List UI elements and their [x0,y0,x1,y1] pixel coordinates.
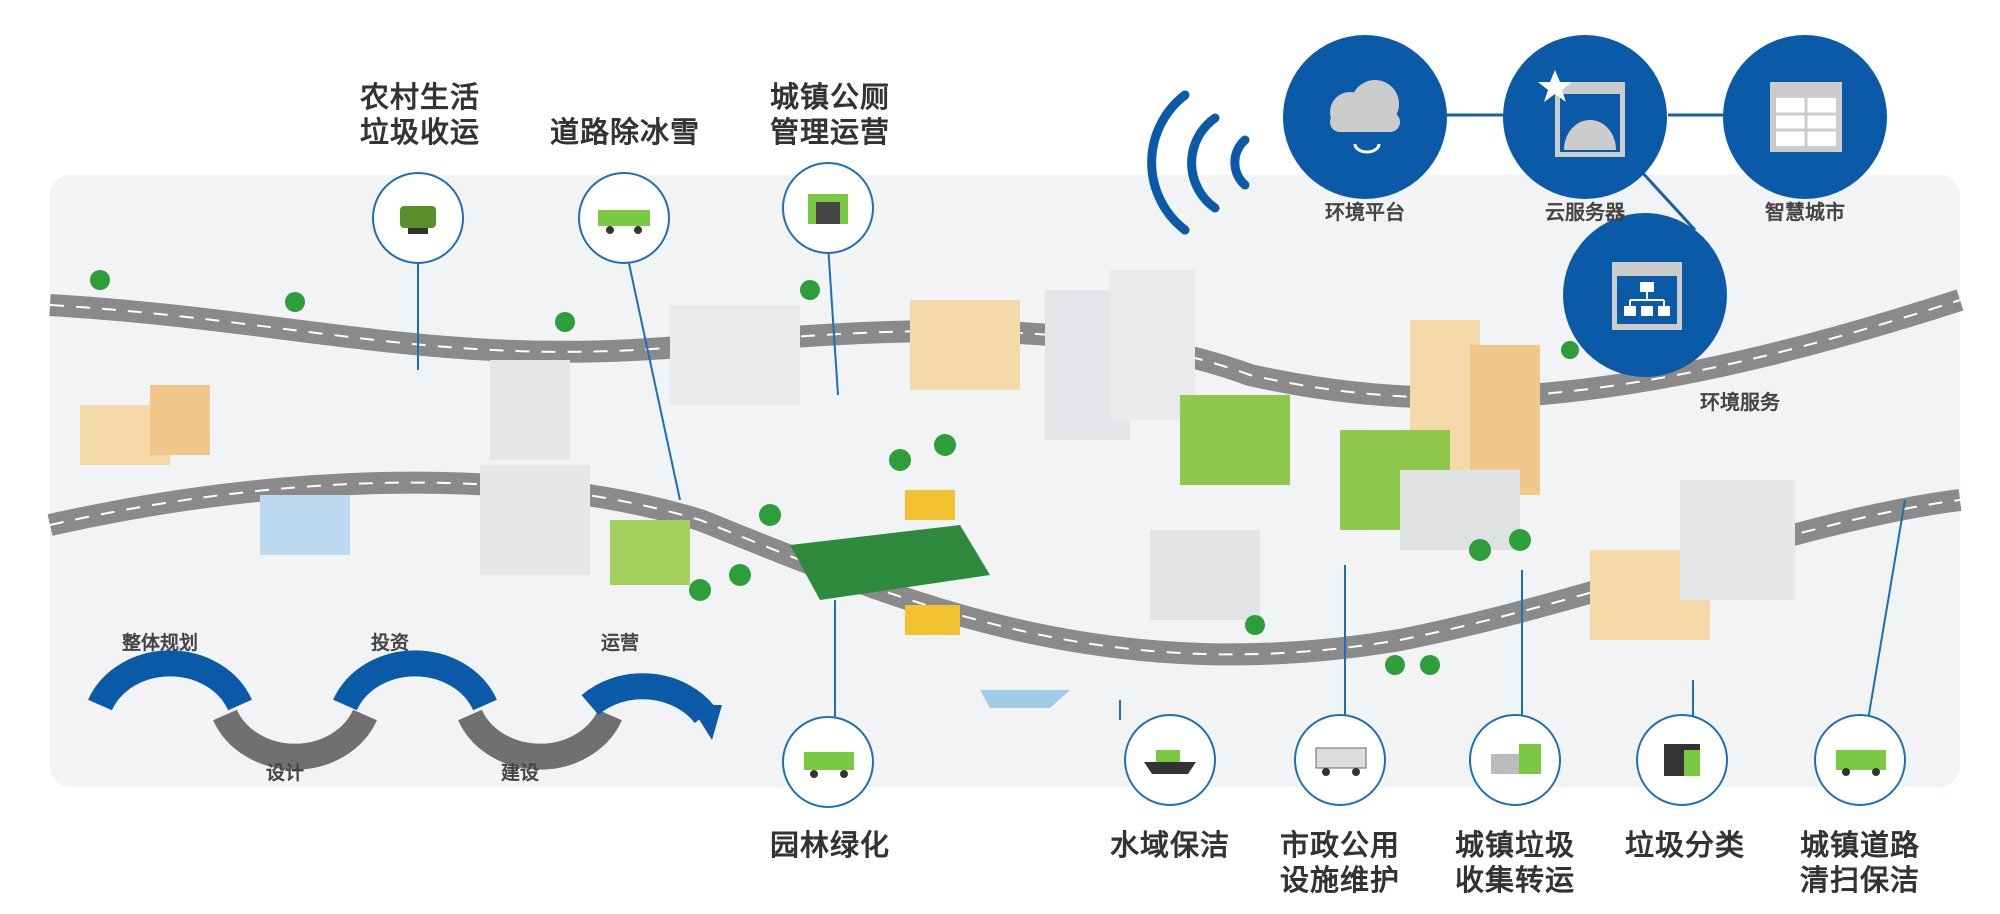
bottom-service-circle[interactable] [1632,710,1732,814]
table-window-icon [1770,82,1842,152]
platform-node[interactable] [1720,32,1890,206]
street-sweeper-icon [1836,750,1886,770]
bottom-service-circle[interactable] [1465,710,1565,814]
background-panel [50,175,1960,787]
top-service-label: 城镇公厕 管理运营 [769,80,890,149]
globe-server-icon [1538,70,1625,157]
process-step-label: 整体规划 [121,632,198,654]
garbage-bin-icon [400,206,436,228]
cloud-icon [1330,80,1400,154]
platform-node[interactable] [1560,210,1730,384]
process-step-label: 运营 [600,632,639,654]
trees [90,270,1579,675]
bottom-service-label: 园林绿化 [769,828,890,862]
process-wave [88,650,722,770]
platform-label: 云服务器 [1545,200,1625,224]
top-service-circle[interactable] [370,170,466,270]
bottom-service-label: 水域保洁 [1109,828,1230,862]
snow-plow-truck-icon [598,210,650,226]
bottom-service-circle[interactable] [1120,710,1220,814]
top-service-label: 农村生活 垃圾收运 [359,80,480,149]
process-step-label: 投资 [370,632,409,654]
transfer-station-icon [1491,754,1521,774]
org-chart-window-icon [1612,262,1682,330]
bottom-service-label: 垃圾分类 [1624,828,1745,862]
top-service-circle[interactable] [576,170,672,270]
process-step-label: 建设 [500,762,539,784]
platform-node[interactable] [1500,32,1670,206]
bottom-service-label: 城镇垃圾 收集转运 [1454,828,1575,897]
platform-node[interactable] [1280,32,1450,206]
bottom-service-label: 城镇道路 清扫保洁 [1799,828,1920,897]
bottom-service-circle[interactable] [778,712,878,816]
wifi-signal-icon [1147,90,1250,235]
maintenance-truck-icon [1315,747,1367,769]
top-service-label: 道路除冰雪 [549,115,700,149]
platform-label: 智慧城市 [1765,200,1845,224]
callout-lines [417,244,1906,722]
platform-label: 环境服务 [1700,390,1780,414]
sprinkler-truck-icon [804,752,854,770]
bottom-service-circle[interactable] [1290,710,1390,814]
process-step-label: 设计 [265,762,304,784]
cleaning-boat-icon [1144,762,1196,774]
buildings [80,270,1795,708]
bottom-service-circle[interactable] [1810,710,1910,814]
top-service-circle[interactable] [780,160,876,260]
platform-label: 环境平台 [1325,200,1405,224]
bottom-service-label: 市政公用 设施维护 [1279,828,1400,897]
